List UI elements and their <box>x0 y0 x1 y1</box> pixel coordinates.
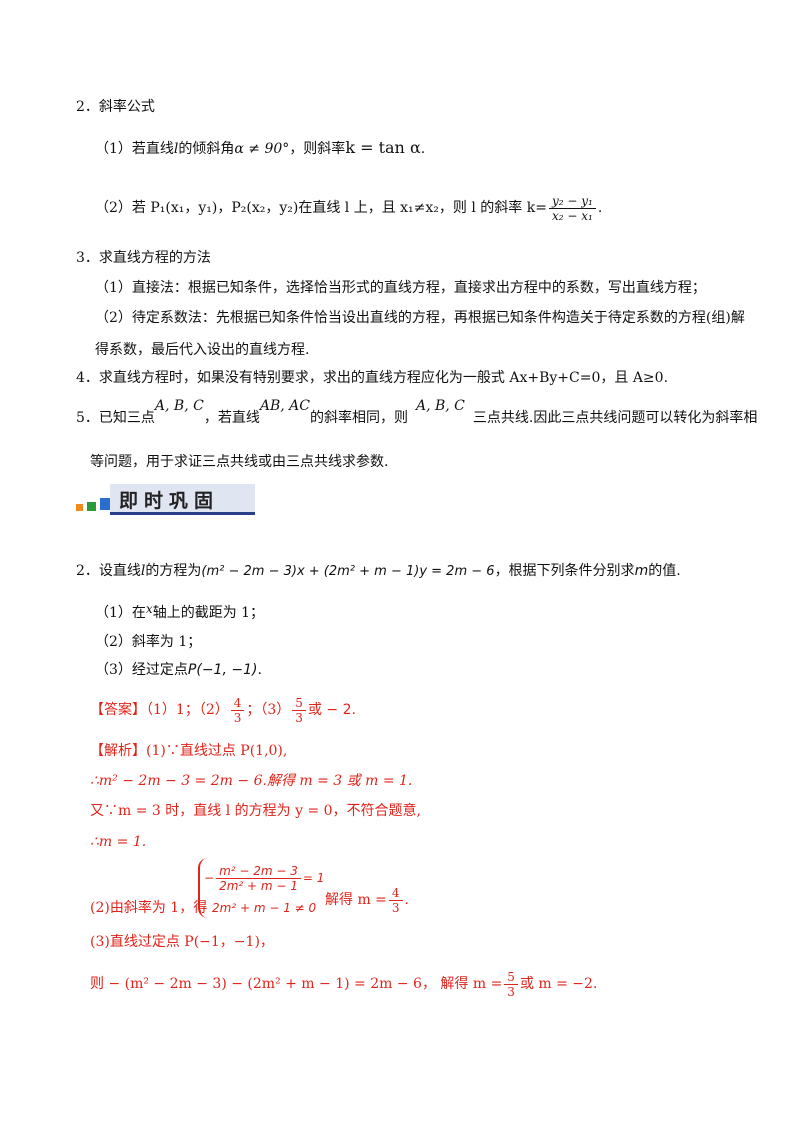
section3-line1: （1）直接法：根据已知条件，选择恰当形式的直线方程，直接求出方程中的系数，写出直… <box>95 280 706 296</box>
problem-q3: （3）经过定点P(−1, −1). <box>95 662 262 678</box>
analysis-label: 【解析】 <box>90 743 146 759</box>
section2-item1: （1）若直线l的倾斜角α ≠ 90°，则斜率k = tan α. <box>95 138 426 157</box>
section3-line3: 得系数，最后代入设出的直线方程. <box>95 342 310 358</box>
section2-heading: 2．斜率公式 <box>76 99 155 115</box>
section2-item2: （2）若 P₁(x₁，y₁)，P₂(x₂，y₂)在直线 l 上，且 x₁≠x₂，… <box>95 193 603 223</box>
section-banner: 即时巩固 <box>72 482 257 516</box>
banner-square-orange <box>76 504 83 511</box>
banner-square-blue <box>100 498 112 510</box>
section4-text: 4．求直线方程时，如果没有特别要求，求出的直线方程应化为一般式 Ax+By+C=… <box>76 370 669 386</box>
analysis-line5: (2)由斜率为 1，得 <box>90 900 208 916</box>
analysis-line1: 【解析】(1)∵直线过点 P(1,0), <box>90 743 288 759</box>
analysis-line4: ∴m = 1. <box>90 834 147 850</box>
section3-line2: （2）待定系数法：先根据已知条件恰当设出直线的方程，再根据已知条件构造关于待定系… <box>95 310 745 326</box>
equation-system-row2: 2m² + m − 1 ≠ 0 <box>212 901 317 915</box>
analysis-line7: 则 − (m² − 2m − 3) − (2m² + m − 1) = 2m −… <box>90 969 598 999</box>
problem-stem: 2．设直线l的方程为(m² − 2m − 3)x + (2m² + m − 1)… <box>76 563 681 579</box>
equation-system-brace <box>198 858 340 918</box>
answer-label: 【答案】 <box>90 702 146 718</box>
analysis-line2: ∴m² − 2m − 3 = 2m − 6.解得 m = 3 或 m = 1. <box>90 773 413 789</box>
problem-q1: （1）在x轴上的截距为 1； <box>95 602 265 621</box>
section3-heading: 3．求直线方程的方法 <box>76 250 211 266</box>
problem-q2: （2）斜率为 1； <box>95 634 202 650</box>
section5-line1: 5．已知三点A, B, C，若直线AB, AC的斜率相同，则A, B, C三点共… <box>76 398 758 426</box>
banner-title: 即时巩固 <box>119 490 220 512</box>
analysis-line3: 又∵m = 3 时，直线 l 的方程为 y = 0，不符合题意, <box>90 803 421 819</box>
banner-square-green <box>87 502 96 511</box>
banner-bar <box>110 484 255 515</box>
analysis-line6: (3)直线过定点 P(−1，−1)， <box>90 934 274 950</box>
section5-line2: 等问题，用于求证三点共线或由三点共线求参数. <box>90 454 389 470</box>
